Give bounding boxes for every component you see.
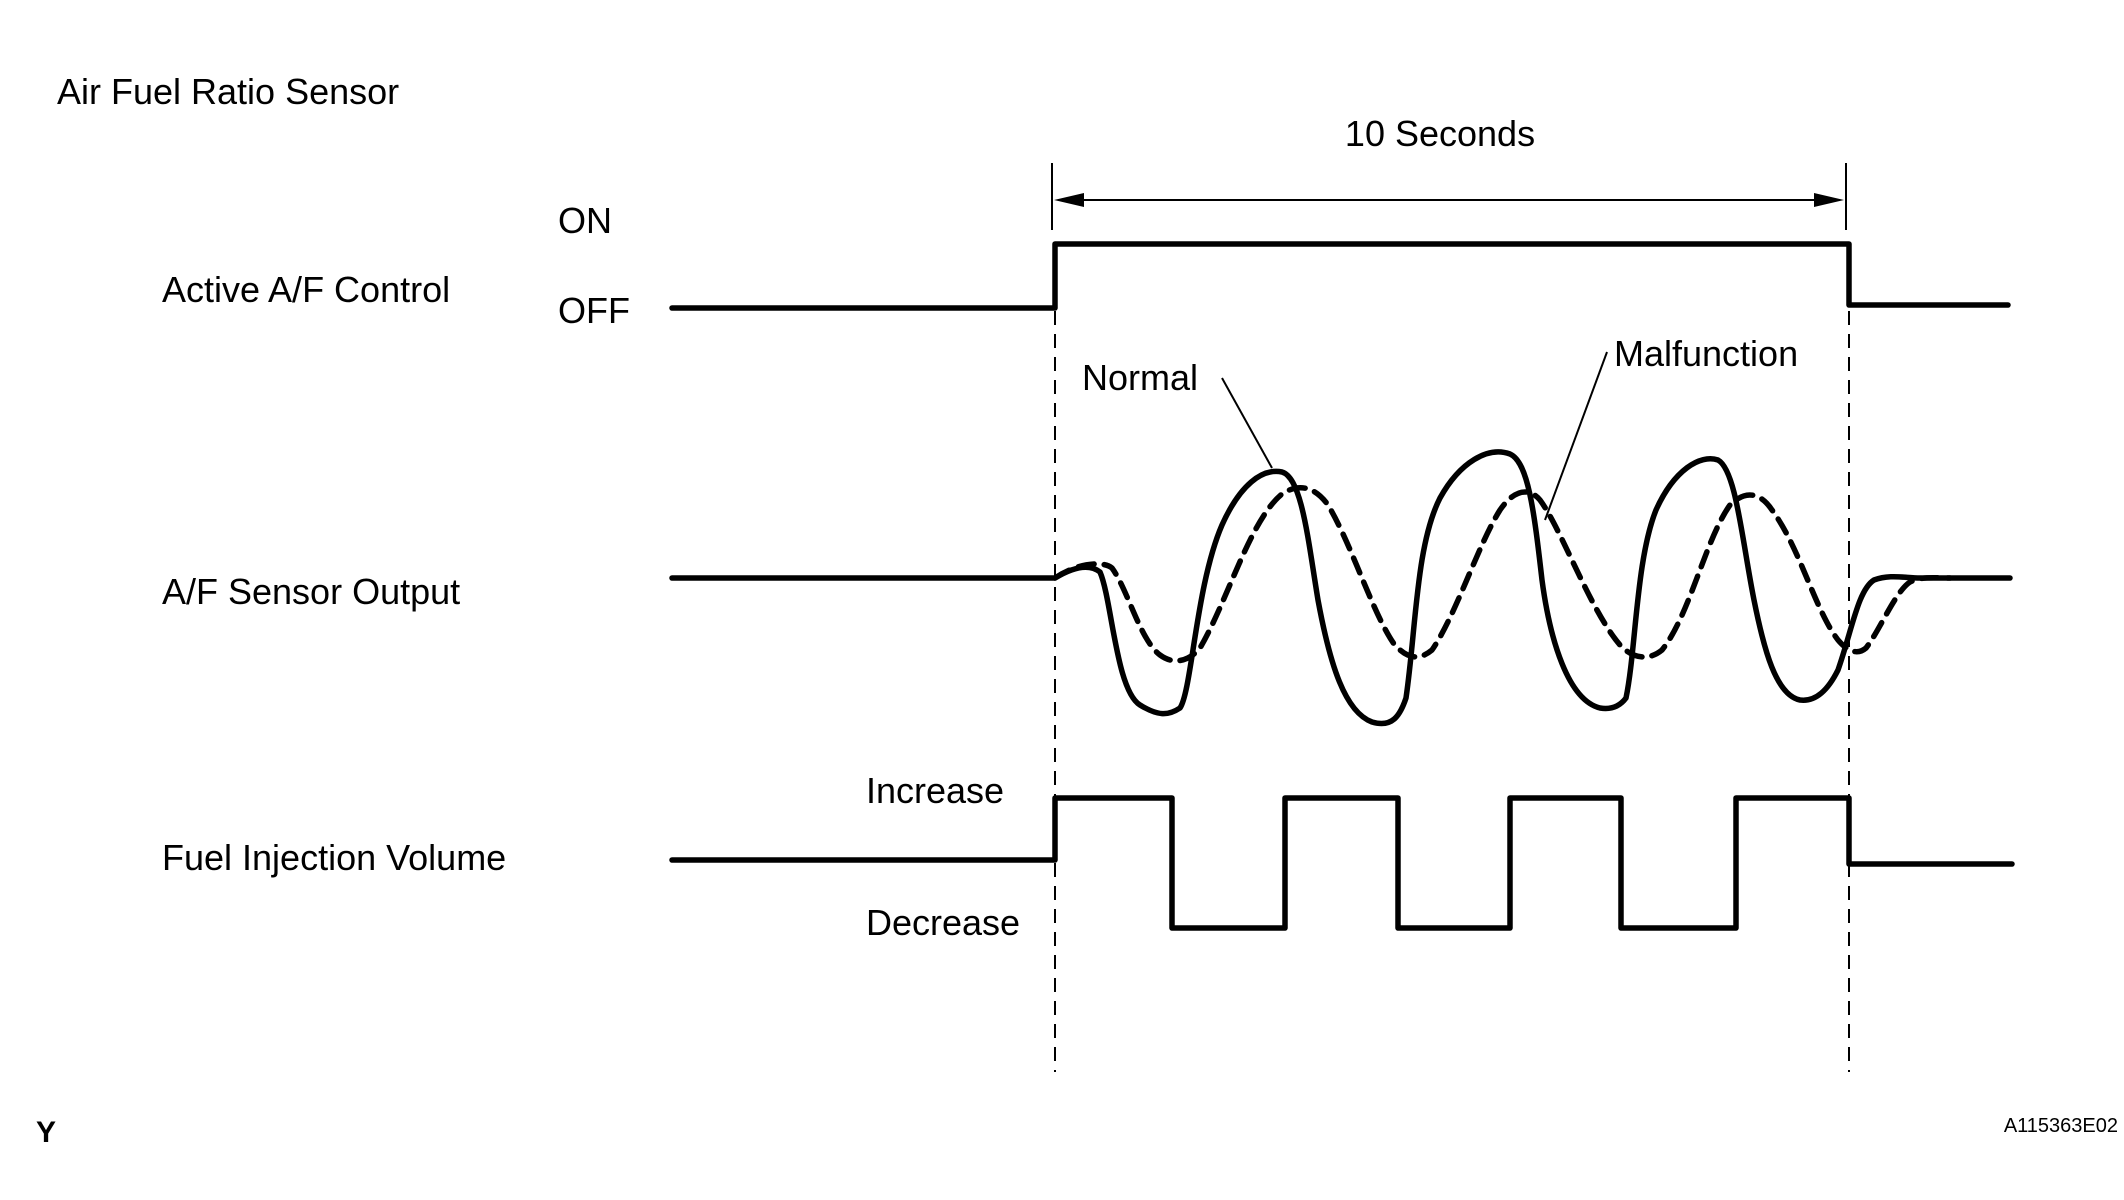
on-label: ON (558, 200, 612, 241)
increase-label: Increase (866, 770, 1004, 811)
active-af-control-waveform (669, 241, 2011, 311)
normal-leader-line (1221, 377, 1273, 469)
normal-label: Normal (1082, 357, 1198, 398)
duration-label: 10 Seconds (1345, 113, 1535, 154)
figure-id: A115363E02 (2004, 1115, 2118, 1137)
off-label: OFF (558, 290, 630, 331)
fuel-injection-volume-label: Fuel Injection Volume (162, 837, 506, 878)
af-sensor-output-label: A/F Sensor Output (162, 571, 460, 612)
corner-mark: Y (36, 1116, 56, 1149)
diagram-title: Air Fuel Ratio Sensor (57, 71, 399, 112)
malfunction-leader-line (1544, 351, 1608, 521)
duration-arrow-right (1814, 193, 1844, 207)
decrease-label: Decrease (866, 902, 1020, 943)
fuel-injection-volume-waveform (669, 795, 2015, 931)
malfunction-sensor-waveform (1052, 484, 1953, 664)
active-af-control-label: Active A/F Control (162, 269, 450, 310)
duration-arrow-left (1054, 193, 1084, 207)
normal-sensor-waveform (669, 449, 2013, 727)
malfunction-label: Malfunction (1614, 333, 1798, 374)
